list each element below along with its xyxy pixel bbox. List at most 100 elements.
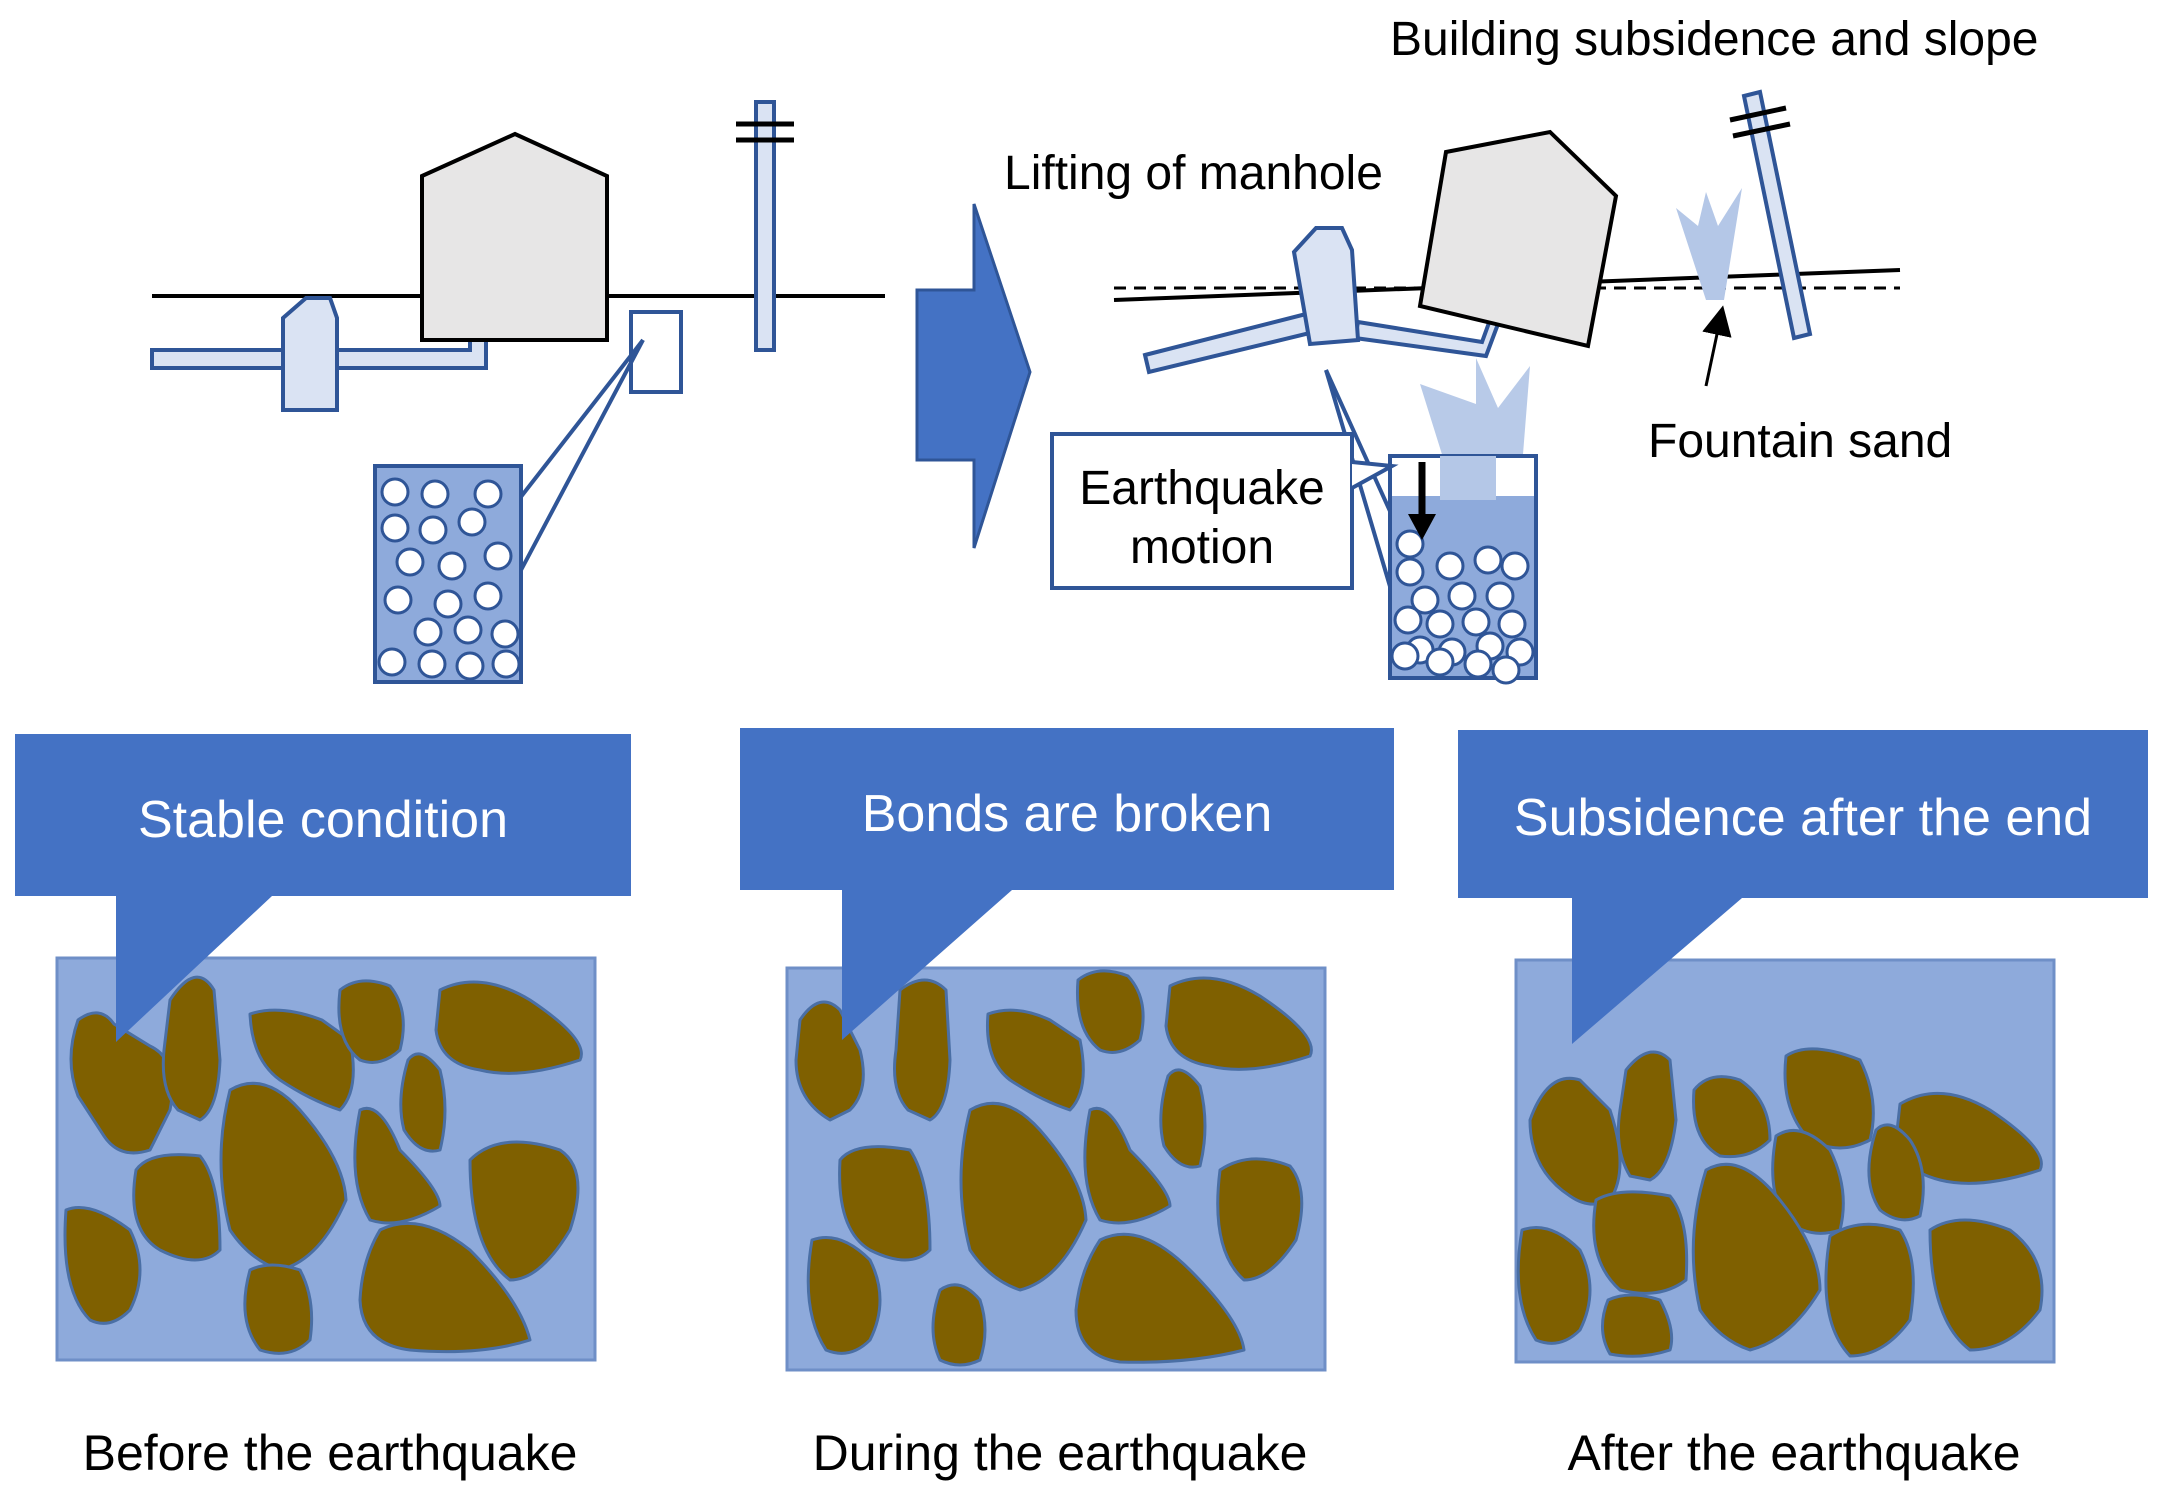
soil-particle [161, 975, 222, 1122]
soil-particle [1592, 1190, 1689, 1295]
sand-grain [455, 651, 485, 681]
earthquake-motion-line2: motion [1129, 520, 1275, 574]
tilted-house [1417, 129, 1619, 349]
sand-grain [437, 551, 467, 581]
sand-grain [413, 617, 443, 647]
manhole-before [281, 296, 339, 412]
soil-particle [893, 978, 952, 1122]
sand-grain [1395, 557, 1425, 587]
sand-grain [1393, 605, 1423, 635]
callout-subsidence [1458, 730, 2148, 1044]
sand-grain [1497, 609, 1527, 639]
soil-particle [63, 1206, 142, 1325]
soil-particle [1616, 1050, 1678, 1182]
sand-grain [453, 615, 483, 645]
soil-particle [1692, 1075, 1772, 1159]
sand-grain [377, 647, 407, 677]
sand-grain [417, 649, 447, 679]
soil-particle [337, 979, 405, 1064]
sand-grain [1491, 655, 1521, 685]
soil-particle [1216, 1157, 1304, 1282]
sand-grain [380, 513, 410, 543]
callout-subsidence-text: Subsidence after the end [1513, 789, 2093, 847]
utility-pole-before [754, 100, 776, 352]
soil-particle [1159, 1068, 1207, 1169]
broken-pipe-right [1352, 317, 1501, 359]
soil-particle [353, 1107, 442, 1225]
soil-particle [1075, 969, 1145, 1054]
soil-grains-during [1390, 529, 1535, 685]
sand-grain [457, 507, 487, 537]
soil-particle [358, 1221, 532, 1354]
soil-sample-marker [629, 310, 683, 394]
sand-grain [1425, 647, 1455, 677]
soil-particle [219, 1081, 348, 1272]
transition-arrow [915, 203, 1032, 549]
sand-grain [1500, 551, 1530, 581]
sand-fountain-small [1676, 188, 1742, 300]
after-scene [1050, 89, 1901, 685]
soil-particle [1083, 1107, 1172, 1225]
soil-particle [243, 1263, 314, 1355]
tilted-utility-pole [1741, 89, 1813, 341]
sand-grain [1425, 609, 1455, 639]
soil-particle [132, 1153, 222, 1262]
soil-particle [1691, 1162, 1822, 1352]
callout-stable [15, 734, 631, 1042]
broken-pipe-left [1142, 310, 1317, 375]
soil-particle [838, 1145, 932, 1262]
sand-grain [383, 585, 413, 615]
soil-particle [1783, 1047, 1875, 1150]
soil-particle [1516, 1226, 1592, 1345]
grain-panel-before [55, 956, 597, 1362]
house-before [420, 131, 609, 342]
grain-panel-during [785, 966, 1327, 1372]
sand-grain [1447, 581, 1477, 611]
earthquake-motion-line1: Earthquake [1079, 462, 1325, 515]
soil-particle [248, 1008, 355, 1112]
soil-particle [985, 1008, 1085, 1112]
soil-particle [806, 1236, 882, 1355]
before-scene [150, 100, 885, 684]
soil-particle [69, 1011, 174, 1155]
caption-during: During the earthquake [812, 1425, 1308, 1481]
grain-panel-after [1514, 958, 2056, 1364]
soil-particle [1867, 1123, 1925, 1222]
sand-grain [420, 479, 450, 509]
sand-grain [1390, 641, 1420, 671]
sand-grain [473, 581, 503, 611]
caption-after: After the earthquake [1567, 1425, 2021, 1481]
sand-grain [490, 619, 520, 649]
soil-particle [931, 1283, 987, 1367]
sand-grain [433, 589, 463, 619]
soil-particle [1824, 1222, 1915, 1358]
sand-grain [491, 649, 521, 679]
sand-grain [1410, 585, 1440, 615]
soil-particle [959, 1101, 1088, 1292]
sand-grain [1435, 551, 1465, 581]
sand-grain [1463, 649, 1493, 679]
callout-stable-text: Stable condition [137, 791, 509, 849]
sand-grain [473, 479, 503, 509]
callout-bonds-text: Bonds are broken [861, 785, 1273, 843]
sand-grain [483, 541, 513, 571]
earthquake-motion-label: Earthquake motion [1052, 460, 1352, 577]
building-subsidence-label: Building subsidence and slope [1390, 13, 2039, 66]
soil-particle [1164, 976, 1313, 1071]
caption-before: Before the earthquake [82, 1425, 578, 1481]
soil-particle [1074, 1232, 1246, 1364]
earthquake-motion-box [1050, 432, 1354, 590]
soil-particle [399, 1052, 447, 1153]
sand-grain [1485, 581, 1515, 611]
soil-particle [468, 1140, 580, 1282]
soil-grains-before [377, 477, 521, 681]
sand-grain [380, 477, 410, 507]
sand-grain [1395, 529, 1425, 559]
lifting-manhole-label: Lifting of manhole [1004, 147, 1383, 200]
soil-particle [1601, 1293, 1674, 1358]
sand-grain [395, 547, 425, 577]
soil-particle [1928, 1218, 2044, 1352]
fountain-sand-label: Fountain sand [1648, 415, 1953, 468]
soil-particle [434, 980, 583, 1075]
